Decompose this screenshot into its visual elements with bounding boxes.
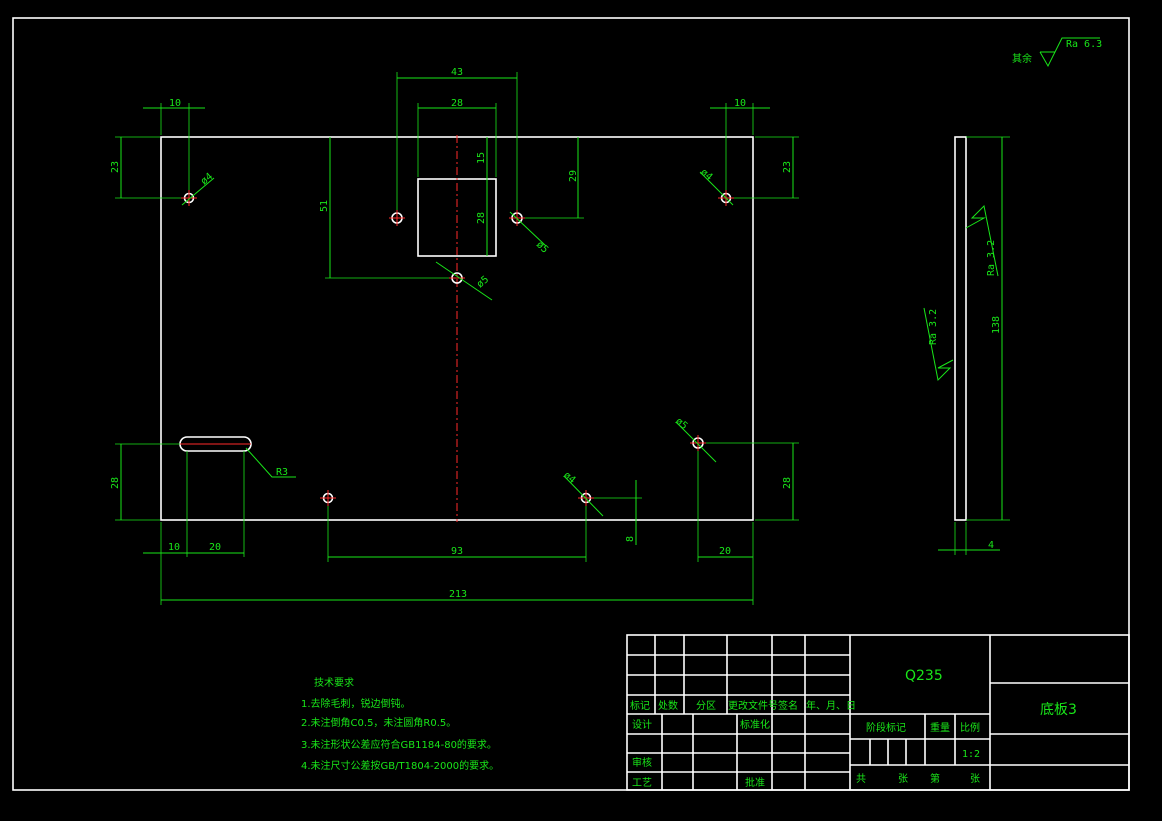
label-hole-bottom: ø4	[561, 470, 577, 486]
notes-title: 技术要求	[314, 676, 354, 689]
note-3: 3.未注形状公差应符合GB1184-80的要求。	[301, 738, 497, 751]
note-4: 4.未注尺寸公差按GB/T1804-2000的要求。	[301, 759, 499, 772]
dim-side-138: 138	[991, 316, 1002, 334]
dim-depth-29: 29	[568, 170, 579, 182]
hole-right	[690, 435, 706, 451]
dim-right-28: 28	[782, 477, 793, 489]
dim-bottom-10: 10	[168, 542, 180, 553]
rev-header-date: 年、月、日	[806, 699, 856, 712]
dim-slot-height-28: 28	[476, 212, 487, 224]
hole-top-left	[181, 190, 197, 206]
dim-left-23: 23	[110, 161, 121, 173]
label-hole-right: ø5	[673, 416, 689, 432]
hole-slot-left	[389, 210, 405, 226]
label-hole-slot-right: ø5	[534, 239, 550, 255]
dim-slot-inner-28: 28	[451, 98, 463, 109]
technical-notes: 技术要求 1.去除毛刺，锐边倒钝。 2.未注倒角C0.5，未注圆角R0.5。 3…	[301, 676, 499, 772]
dim-overall-213: 213	[449, 589, 467, 600]
dim-left-51: 51	[319, 200, 330, 212]
design-label: 设计	[632, 718, 652, 731]
approve-label: 批准	[745, 776, 765, 789]
sheet-label: 张	[970, 773, 980, 785]
label-radius-r3: R3	[276, 467, 288, 478]
standardization-label: 标准化	[740, 718, 770, 731]
title-block: Q235 底板3 标记 处数 分区 更改文件号 签名 年、月、日 设计 标准化 …	[626, 634, 1130, 791]
review-label: 审核	[632, 756, 652, 769]
sheets-label: 张	[898, 773, 908, 785]
general-roughness-symbol: 其余 Ra 6.3	[1012, 37, 1102, 68]
dimensions: 10 10 43 28 15 28 29 23 23	[110, 67, 799, 605]
scale-label: 比例	[960, 721, 980, 734]
scale-value: 1:2	[962, 749, 980, 760]
material-label: Q235	[905, 668, 943, 684]
dim-slot-depth-15: 15	[476, 152, 487, 164]
rev-header-sign: 签名	[778, 699, 798, 712]
dim-bottom-93: 93	[451, 546, 463, 557]
part-name: 底板3	[1040, 702, 1077, 718]
hole-bottom-left	[320, 490, 336, 506]
roughness-side-left: Ra 3.2	[928, 309, 939, 345]
dim-small-8: 8	[625, 536, 636, 542]
dim-top-right-10: 10	[734, 98, 746, 109]
dim-slot-outer-43: 43	[451, 67, 463, 78]
rev-header-zone: 分区	[696, 700, 716, 712]
hole-center	[449, 272, 465, 284]
dim-bottom-20-right: 20	[719, 546, 731, 557]
roughness-prefix: 其余	[1012, 52, 1032, 65]
stage-mark-label: 阶段标记	[866, 721, 906, 734]
roughness-side-right: Ra 3.2	[986, 240, 997, 276]
label-hole-center: ø5	[475, 274, 491, 290]
roughness-general-value: Ra 6.3	[1066, 39, 1102, 50]
process-label: 工艺	[632, 777, 652, 789]
weight-label: 重量	[930, 721, 950, 734]
note-1: 1.去除毛刺，锐边倒钝。	[301, 697, 411, 710]
rev-header-mark: 标记	[630, 700, 650, 712]
rev-header-doc: 更改文件号	[728, 699, 778, 712]
label-hole-top-left: ø4	[199, 171, 215, 187]
total-label: 共	[856, 773, 866, 785]
sheet-border	[12, 17, 1130, 791]
plate-side-view: 138 4 Ra 3.2 Ra 3.2	[923, 136, 1010, 555]
label-hole-top-right: ø4	[698, 167, 714, 183]
dim-right-23: 23	[782, 161, 793, 173]
nth-label: 第	[930, 772, 940, 785]
dim-left-28: 28	[110, 477, 121, 489]
holes	[181, 190, 734, 506]
note-2: 2.未注倒角C0.5，未注圆角R0.5。	[301, 716, 456, 729]
plate-front-view	[160, 135, 754, 522]
dim-bottom-20-left: 20	[209, 542, 221, 553]
dim-side-4: 4	[988, 540, 994, 551]
dim-top-left-10: 10	[169, 98, 181, 109]
rev-header-count: 处数	[658, 699, 678, 712]
